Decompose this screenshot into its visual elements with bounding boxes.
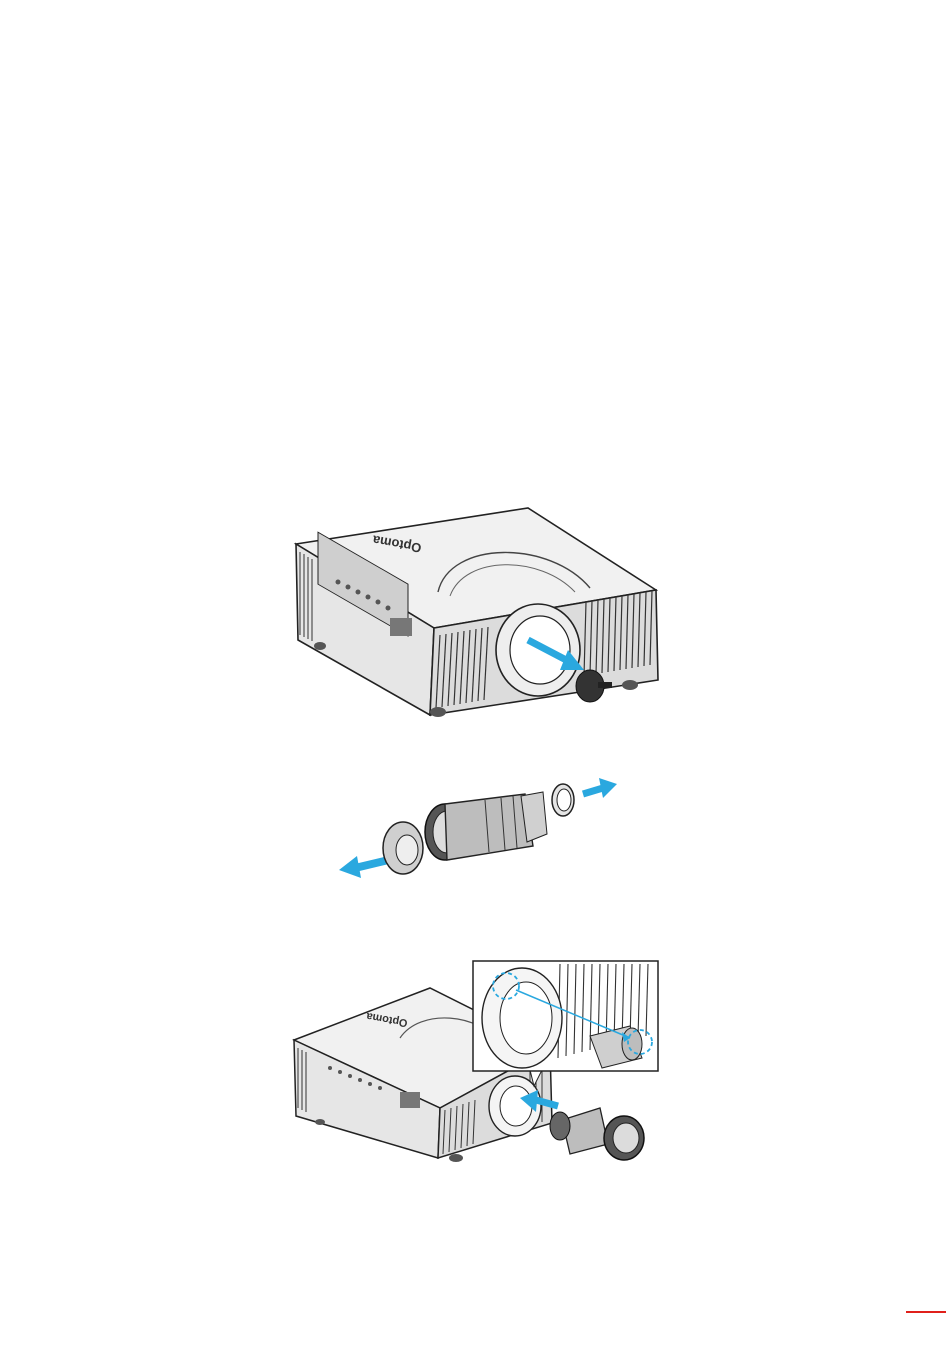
- projector-illustration: Optoma: [290, 500, 670, 725]
- right-arrow-icon: [583, 778, 617, 798]
- page-accent-line: [906, 1311, 946, 1313]
- lens-insertion-figure: Optoma: [290, 958, 662, 1168]
- lens-caps-removal-figure: [335, 770, 620, 890]
- projector-remove-cover-figure: Optoma: [290, 500, 670, 725]
- inset-detail: [473, 961, 658, 1071]
- lens-illustration: [335, 770, 620, 890]
- projector-insert-illustration: Optoma: [290, 958, 662, 1168]
